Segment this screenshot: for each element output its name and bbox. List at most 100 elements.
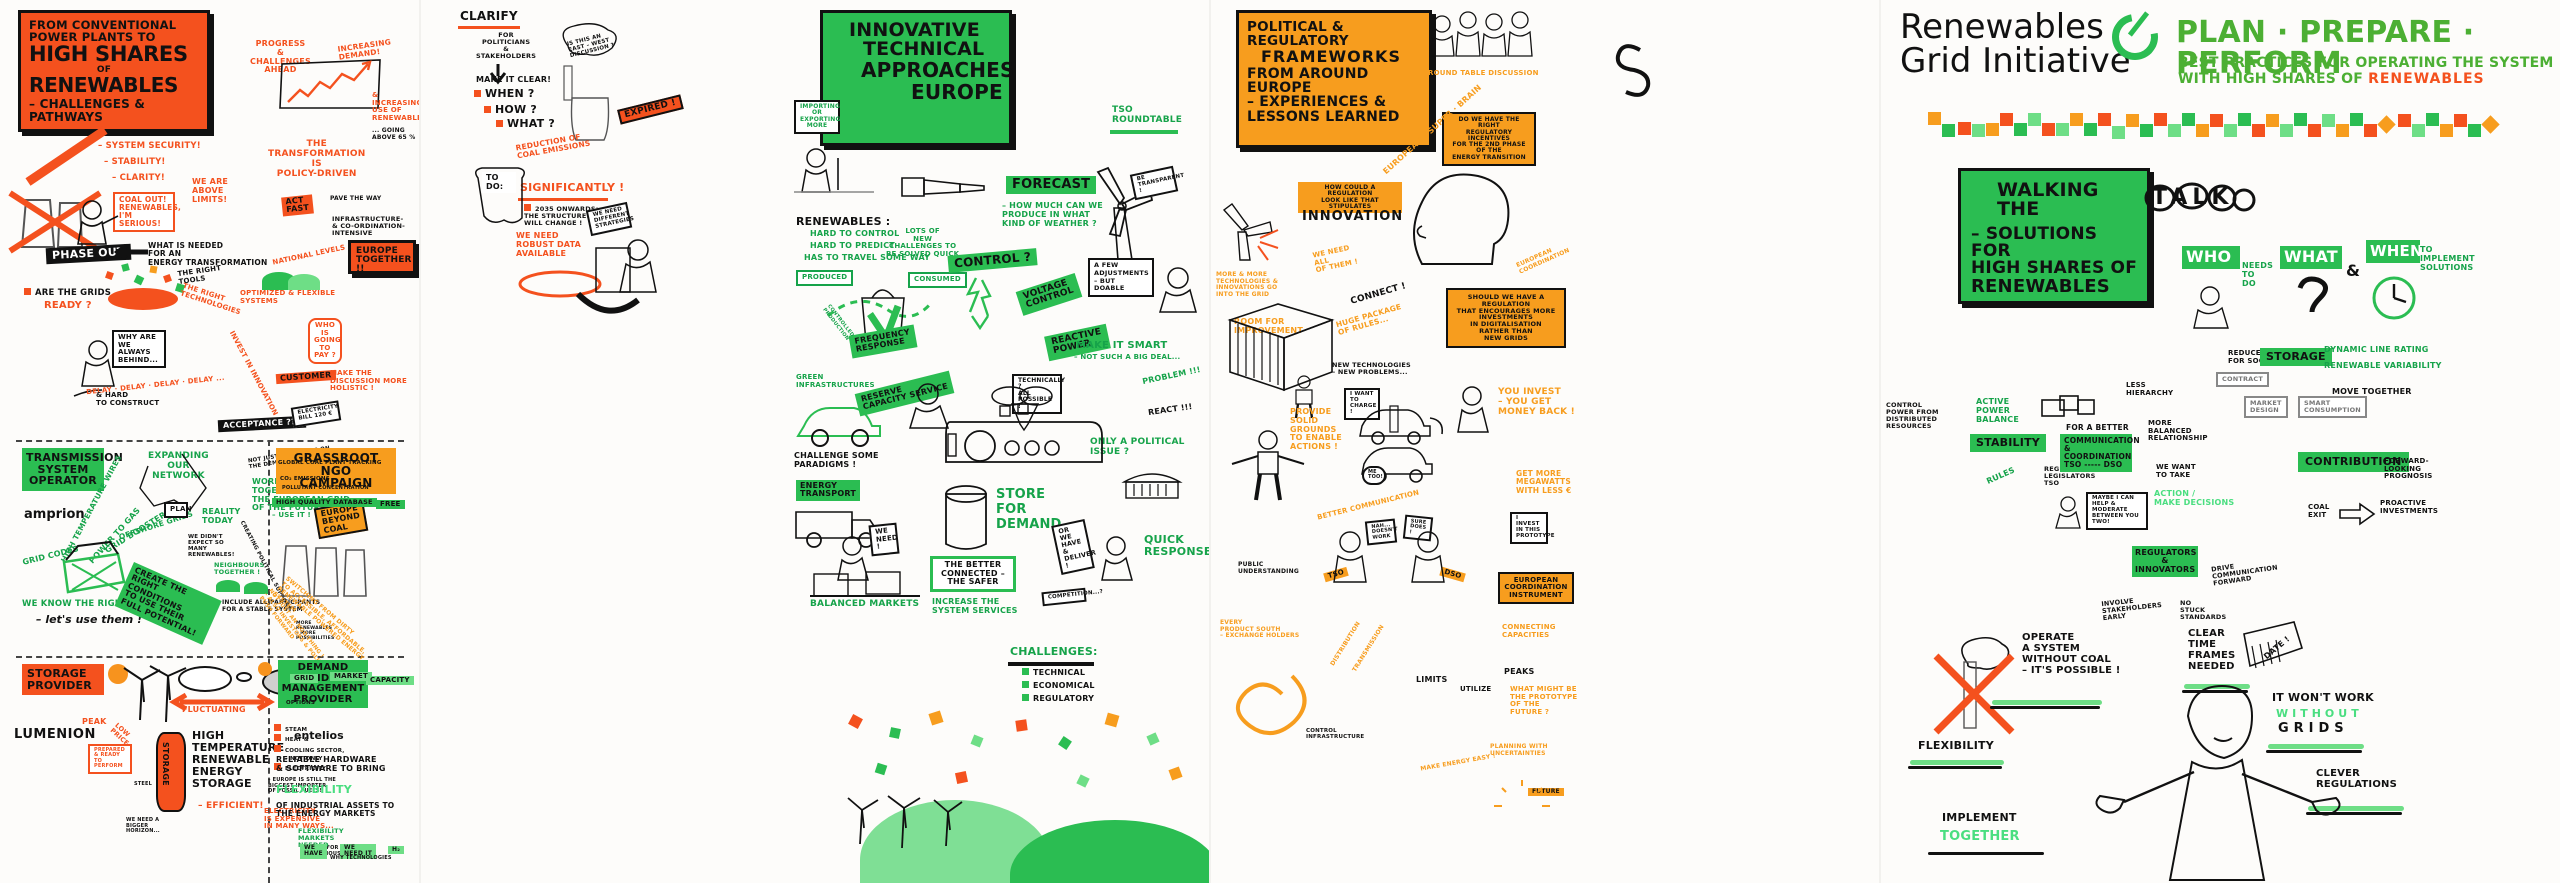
p4-title-line-4: – EXPERIENCES & [1247,94,1387,111]
walking-the-talk-box: WALKING THE – SOLUTIONS FOR HIGH SHARES … [1958,168,2150,304]
bullet-icon [1022,694,1029,701]
when-card: WHEN [2366,240,2423,263]
hill-icon-3 [216,580,240,592]
person-reading-icon [600,44,720,184]
note-reliable-hw: RELIABLE HARDWARE & SOFTWARE TO BRING [276,755,386,773]
note-hard-control: HARD TO CONTROL [810,229,900,238]
note-progress: PROGRESS & CHALLENGES AHEAD [250,39,311,75]
note-transformation: THE TRANSFORMATION IS POLICY-DRIVEN [268,139,366,179]
central-woman-figure [2095,684,2341,881]
sector-3: – NOT ONLY [285,755,323,762]
quadrant-divider-horizontal-1 [16,440,404,442]
what-label: WHAT [2284,247,2338,266]
note-utilize: UTILIZE [1460,685,1492,693]
panel3-title-box: INNOVATIVE TECHNICAL APPROACHES EUROPE [820,10,1014,146]
person-thinking-icon [837,536,869,581]
spiral-icon [1236,674,1307,735]
underline-flexibility-black [1908,766,2002,769]
wtt-talk-word: TALK [2152,185,2234,210]
bullet-icon [274,763,281,770]
note-maybe-i-can: MAYBE I CAN HELP & MODERATE BETWEEN YOU … [2086,492,2148,530]
few-adjustments-text: A FEW ADJUSTMENTS – BUT DOABLE [1094,261,1149,293]
who-label: WHO [2186,247,2232,266]
panel-edge-2 [1209,0,1211,883]
what-question-icon [2297,276,2328,313]
clock-hand-icon [2372,276,2416,320]
sector-0: STEAM [285,727,308,733]
note-neighbours-together: NEIGHBOURS TOGETHER ! [214,561,265,577]
p4-title-line-3: FROM AROUND EUROPE [1247,65,1369,97]
note-get-more-mw: GET MORE MEGAWATTS WITH LESS € [1516,469,1572,495]
note-new-tech-problems: NEW TECHNOLOGIES – NEW PROBLEMS... [1332,361,1411,377]
wtt-line-4: RENEWABLES [1971,275,2110,297]
panel-rgi-walking-the-talk: Renewables Grid Initiative PLAN · PREPAR… [1880,0,2560,883]
note-operate-without-coal: OPERATE A SYSTEM WITHOUT COAL – IT'S POS… [2022,632,2121,676]
panel-regulatory-right-column [1580,0,1880,883]
network-graph-icon [139,453,207,511]
quadrant-divider-horizontal-2 [16,656,404,658]
note-we-want-take: WE WANT TO TAKE [2156,463,2196,479]
note-expanding-network: EXPANDING OUR NETWORK [148,451,209,481]
chip-grid: GRID [290,674,319,684]
underline-grids-black [2266,750,2362,753]
note-use-it: – USE IT ! [272,511,311,519]
bullet-icon [484,106,491,113]
europe-together-text: EUROPE TOGETHER !! [356,246,412,275]
speech-bubbles-small-icon [2041,395,2095,417]
cloud-icon-1 [178,666,232,692]
title-line-1: FROM CONVENTIONAL [29,18,177,32]
mosaic-ribbon [1928,104,2528,139]
note-more-renewables: MORE RENEWABLES – MORE POSSIBILITIES [296,621,335,641]
note-balanced-markets: BALANCED MARKETS [810,599,920,609]
person-digging-icon [73,340,115,397]
rgi-logo-text: Renewables Grid Initiative [1900,10,2131,78]
how-text: HOW ? [495,103,537,116]
note-more-technologies: MORE & MORE TECHNOLOGIES & INNOVATIONS G… [1216,271,1279,298]
bullet-icon [274,724,281,731]
note-plan: PLAN [164,502,191,518]
when-text: WHEN ? [485,87,535,100]
quadrant-heading-tso: TRANSMISSION SYSTEM OPERATOR [22,448,123,491]
fluctuating-arrow [169,692,275,712]
person-with-money-icon [1457,386,1489,433]
bullet-icon [524,204,531,211]
underline-grids [2268,744,2364,749]
challenge-0-text: TECHNICAL [1033,668,1086,677]
p4-title-line-2: FRAMEWORKS [1261,46,1401,66]
note-implement: IMPLEMENT [1942,811,2017,824]
note-only-political: ONLY A POLITICAL ISSUE ? [1090,437,1185,457]
note-significantly: SIGNIFICANTLY ! [520,181,625,194]
p3-title-line-2: TECHNICAL [863,38,985,61]
note-action-decisions: ACTION / MAKE DECISIONS [2154,489,2235,507]
note-increasing-use: & INCREASING USE OF RENEWABLES! [372,91,420,123]
title-line-2: POWER PLANTS TO [29,29,156,44]
tagline-sub1: BEST PRACTICES FOR OPERATING THE SYSTEM [2178,55,2554,71]
who-sub: NEEDS TO DO [2242,261,2274,288]
person-protester-icon [77,200,119,245]
hill-icon-4 [244,582,268,594]
note-less-hierarchy: LESS HIERARCHY [2126,381,2174,397]
note-lots-of-new: LOTS OF NEW CHALLENGES TO BE SOLVED QUIC… [886,227,960,259]
note-clear-time-frames: CLEAR TIME FRAMES NEEDED [2188,628,2236,672]
note-green-infrastructures: GREEN INFRASTRUCTURES [796,373,875,389]
note-every-product: EVERY PRODUCT SOUTH – EXCHANGE HOLDERS [1220,619,1300,640]
note-active-power-balance: ACTIVE POWER BALANCE [1976,397,2020,424]
note-smart-consumption: SMART CONSUMPTION [2298,396,2367,419]
note-what: WHAT ? [496,117,555,130]
challenge-item-2: REGULATORY [1022,694,1094,704]
storage-cylinder-icon [156,732,186,812]
what-card: WHAT [2280,246,2342,269]
note-limits: LIMITS [1416,675,1448,684]
regulators-innovators-chip: REGULATORS & INNOVATORS [2132,546,2198,578]
p4-title-line-1: POLITICAL & REGULATORY [1247,19,1349,49]
when-label: WHEN [2370,242,2423,260]
note-national-levels: NATIONAL LEVELS [271,243,347,267]
note-flexibility: FLEXIBILITY [276,783,352,796]
tso-roundtable-underline [1110,130,1178,134]
green-car-icon [796,407,881,447]
wtt-line-3: HIGH SHARES OF [1971,258,2138,279]
what-amp: & [2346,261,2361,280]
telescope-icon [901,177,985,197]
stability-chip: STABILITY [1970,434,2046,452]
who-card: WHO [2182,246,2240,269]
